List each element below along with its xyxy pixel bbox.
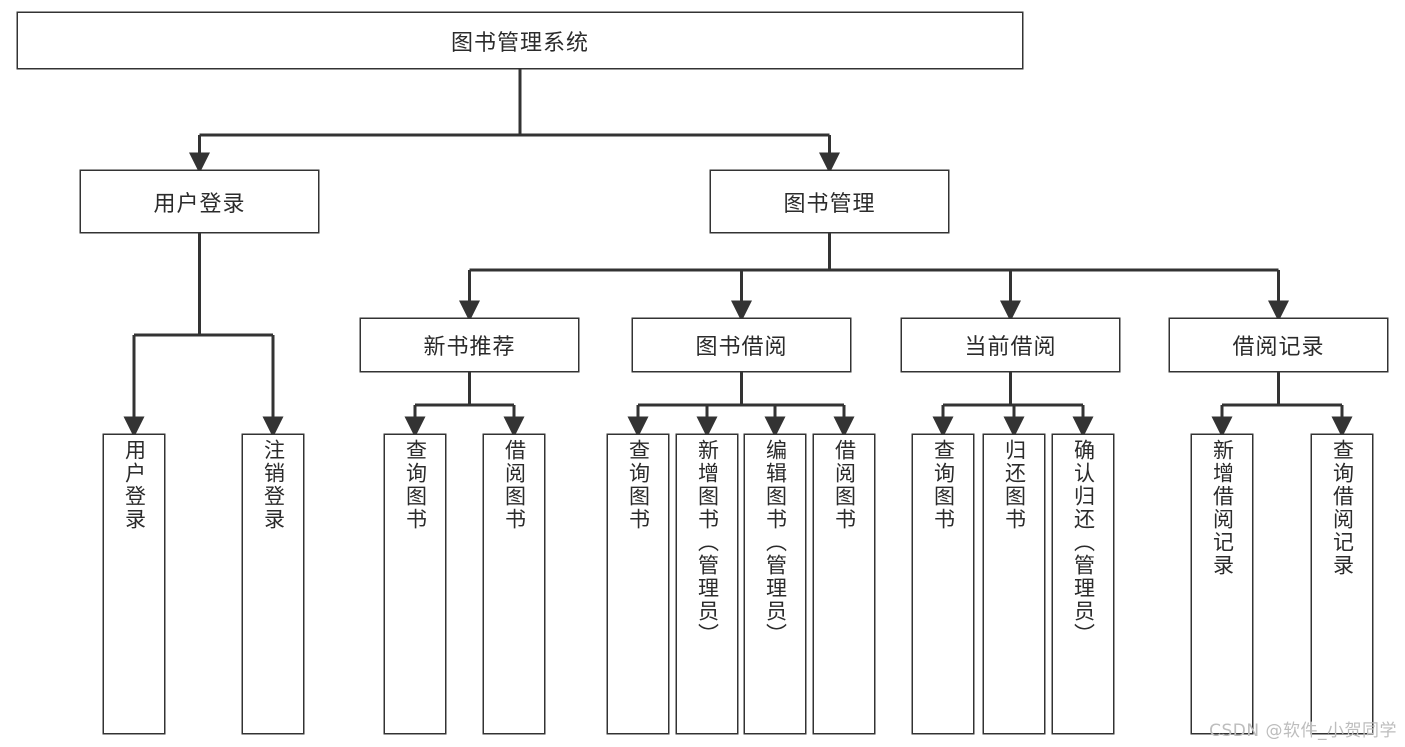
node-cb-query[interactable]: 查询图书 (913, 435, 973, 733)
node-label-bb-add: 新增图书（管理员） (695, 439, 720, 646)
node-borrow-record[interactable]: 借阅记录 (1170, 319, 1387, 371)
node-label-root: 图书管理系统 (450, 30, 589, 56)
node-cb-confirm[interactable]: 确认归还（管理员） (1053, 435, 1113, 733)
node-label-cb-confirm: 确认归还（管理员） (1071, 439, 1096, 646)
node-l-user-logout[interactable]: 注销登录 (243, 435, 303, 733)
node-br-query[interactable]: 查询借阅记录 (1312, 435, 1372, 733)
node-label-current-borrow: 当前借阅 (964, 335, 1057, 360)
node-book-manage[interactable]: 图书管理 (711, 171, 948, 232)
node-bb-add[interactable]: 新增图书（管理员） (677, 435, 737, 733)
node-label-new-book-rec: 新书推荐 (423, 335, 516, 360)
node-label-nbr-borrow: 借阅图书 (502, 439, 527, 531)
node-bb-query[interactable]: 查询图书 (608, 435, 668, 733)
node-label-bb-query: 查询图书 (626, 439, 651, 531)
node-l-user-login[interactable]: 用户登录 (104, 435, 164, 733)
node-label-book-manage: 图书管理 (783, 191, 876, 217)
node-label-cb-return: 归还图书 (1002, 439, 1027, 531)
node-label-nbr-query: 查询图书 (403, 439, 428, 531)
node-bb-edit[interactable]: 编辑图书（管理员） (745, 435, 805, 733)
node-book-borrow[interactable]: 图书借阅 (633, 319, 850, 371)
node-bb-borrow[interactable]: 借阅图书 (814, 435, 874, 733)
node-br-add[interactable]: 新增借阅记录 (1192, 435, 1252, 733)
node-label-book-borrow: 图书借阅 (695, 335, 788, 360)
node-current-borrow[interactable]: 当前借阅 (902, 319, 1119, 371)
node-label-br-add: 新增借阅记录 (1210, 439, 1235, 577)
connector-edges (123, 68, 1353, 438)
node-new-book-rec[interactable]: 新书推荐 (361, 319, 578, 371)
node-nbr-query[interactable]: 查询图书 (385, 435, 445, 733)
node-label-bb-borrow: 借阅图书 (832, 439, 857, 531)
node-label-user-login: 用户登录 (153, 191, 246, 217)
node-nbr-borrow[interactable]: 借阅图书 (484, 435, 544, 733)
node-user-login[interactable]: 用户登录 (81, 171, 318, 232)
node-cb-return[interactable]: 归还图书 (984, 435, 1044, 733)
node-label-br-query: 查询借阅记录 (1330, 439, 1355, 577)
node-label-cb-query: 查询图书 (931, 439, 956, 531)
node-label-l-user-login: 用户登录 (122, 439, 147, 531)
node-label-l-user-logout: 注销登录 (261, 439, 286, 531)
node-label-borrow-record: 借阅记录 (1232, 335, 1325, 360)
node-label-bb-edit: 编辑图书（管理员） (763, 439, 788, 646)
node-root[interactable]: 图书管理系统 (18, 13, 1022, 68)
